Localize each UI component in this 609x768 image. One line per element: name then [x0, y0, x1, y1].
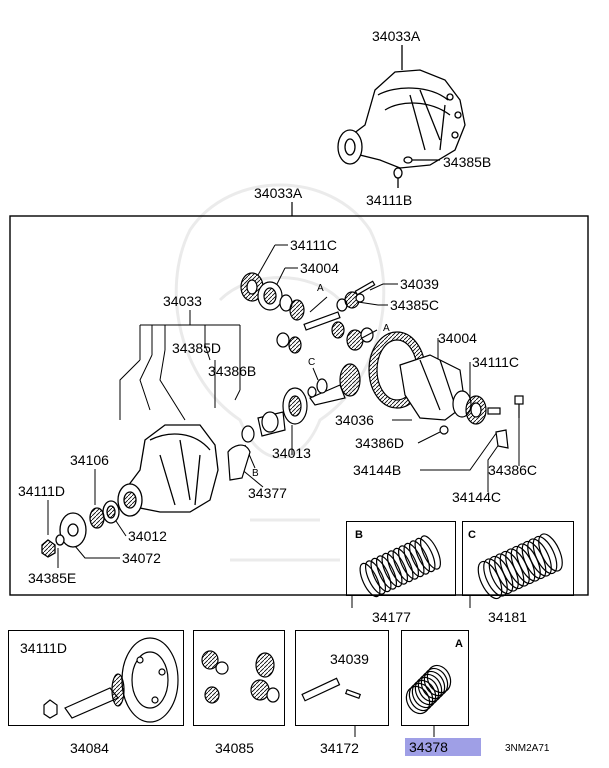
spring-coil — [359, 562, 381, 598]
kit-34181-letter: C — [468, 529, 476, 541]
kit-box-34181 — [462, 521, 574, 596]
kit-box-34084 — [8, 630, 184, 726]
pinion-gear — [227, 363, 361, 481]
part-label-34004-right[interactable]: 34004 — [438, 330, 477, 346]
part-label-34111C-right[interactable]: 34111C — [472, 354, 519, 370]
part-label-34004-top[interactable]: 34004 — [300, 260, 339, 276]
kit-label-34084[interactable]: 34084 — [70, 740, 109, 756]
spring-coil — [426, 664, 452, 694]
spring-34177 — [359, 535, 442, 598]
main-assembly-frame — [9, 215, 589, 596]
part-label-34111D[interactable]: 34111D — [18, 483, 65, 499]
part-label-34144C[interactable]: 34144C — [452, 489, 502, 505]
diagram-code: 3NM2A71 — [505, 743, 550, 754]
part-label-34033[interactable]: 34033 — [163, 293, 202, 309]
spring-coil — [381, 552, 403, 588]
part-label-34072[interactable]: 34072 — [122, 550, 161, 566]
kit-box-34085 — [193, 630, 285, 726]
ring-gear-assembly — [368, 331, 524, 449]
spring-coil — [392, 547, 414, 583]
kit-label-34172[interactable]: 34172 — [320, 740, 359, 756]
kit-34378-letter: A — [455, 638, 463, 650]
spring-coil — [397, 545, 420, 580]
part-label-34039[interactable]: 34039 — [400, 276, 439, 292]
spring-coil — [364, 560, 387, 595]
part-label-34385E[interactable]: 34385E — [28, 570, 77, 586]
kit-box-34172 — [295, 630, 389, 726]
kit-34172-parts — [301, 677, 362, 702]
callout-c: C — [308, 357, 316, 368]
part-label-34013[interactable]: 34013 — [272, 445, 311, 461]
part-label-34144B[interactable]: 34144B — [353, 462, 402, 478]
spring-coil — [386, 550, 409, 585]
part-label-34385D[interactable]: 34385D — [172, 340, 222, 356]
kit-box-34177 — [346, 521, 456, 596]
part-label-housing-top[interactable]: 34033A — [372, 28, 421, 44]
part-label-34036[interactable]: 34036 — [335, 412, 374, 428]
part-label-34385C[interactable]: 34385C — [390, 297, 440, 313]
kit-34177-letter: B — [355, 529, 363, 541]
part-label-34386C[interactable]: 34386C — [488, 462, 538, 478]
spring-coil — [538, 533, 563, 572]
kit-34084-parts — [43, 637, 179, 723]
part-label-34111C-top[interactable]: 34111C — [290, 237, 337, 253]
kit-label-34085[interactable]: 34085 — [215, 740, 254, 756]
callout-b: B — [252, 468, 259, 479]
spring-34378 — [405, 664, 452, 715]
kit-34172-sub-label[interactable]: 34039 — [330, 651, 369, 667]
spring-coil — [414, 537, 436, 573]
part-label-34386B[interactable]: 34386B — [208, 363, 257, 379]
carrier-housing — [41, 424, 219, 558]
callout-a-2: A — [383, 323, 390, 334]
spring-coil — [419, 535, 442, 570]
spring-coil — [532, 535, 558, 575]
watermark-emblem — [174, 183, 386, 562]
kit-34085-parts — [201, 650, 280, 704]
part-label-nut-top[interactable]: 34385B — [443, 154, 492, 170]
kit-label-34177[interactable]: 34177 — [372, 609, 411, 625]
kit-34084-sub-label[interactable]: 34111D — [20, 640, 67, 656]
callout-a-1: A — [317, 283, 324, 294]
spring-coil — [375, 555, 398, 590]
part-label-34377[interactable]: 34377 — [248, 485, 287, 501]
part-label-34386D[interactable]: 34386D — [355, 435, 405, 451]
spring-coil — [527, 538, 552, 577]
part-label-34106[interactable]: 34106 — [70, 452, 109, 468]
differential-housing-top — [337, 45, 466, 188]
part-label-main-group[interactable]: 34033A — [254, 185, 303, 201]
spring-coil — [408, 540, 431, 575]
kit-box-34378 — [401, 630, 469, 726]
part-label-bolt-top[interactable]: 34111B — [366, 192, 413, 208]
bearings-top — [240, 272, 376, 354]
part-label-34012[interactable]: 34012 — [128, 528, 167, 544]
spring-coil — [370, 557, 392, 593]
kit-label-34378-highlighted[interactable]: 34378 — [405, 738, 481, 756]
spring-coil — [403, 542, 425, 578]
kit-label-34181[interactable]: 34181 — [488, 609, 527, 625]
